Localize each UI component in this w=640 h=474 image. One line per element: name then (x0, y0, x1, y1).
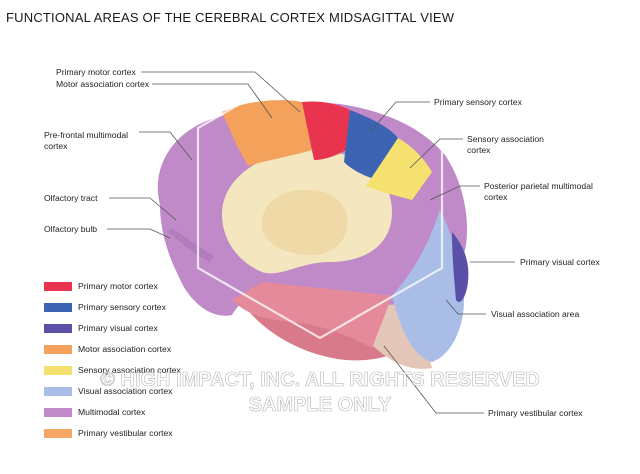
label-motor-association-cortex: Motor association cortex (56, 79, 150, 89)
legend-label: Visual association cortex (78, 386, 173, 396)
primary-visual-region (452, 232, 469, 302)
legend-label: Primary sensory cortex (78, 302, 166, 312)
legend-label: Primary motor cortex (78, 281, 158, 291)
legend-item: Primary sensory cortex (44, 301, 166, 313)
legend-swatch (44, 386, 72, 396)
label-primary-motor-cortex: Primary motor cortex (56, 67, 136, 77)
legend-label: Primary visual cortex (78, 323, 158, 333)
legend-label: Multimodal cortex (78, 407, 146, 417)
label-visual-association-area: Visual association area (491, 309, 580, 319)
primary-motor-region (302, 101, 350, 160)
legend-label: Sensory association cortex (78, 365, 181, 375)
label-olfactory-bulb: Olfactory bulb (44, 224, 98, 234)
legend-swatch (44, 323, 72, 333)
label-sensory-association-line1: Sensory association (467, 134, 544, 144)
sensory-association-region (366, 138, 432, 200)
label-posterior-parietal-line1: Posterior parietal multimodal (484, 181, 593, 191)
leader-primary-motor (141, 71, 301, 113)
label-primary-vestibular-cortex: Primary vestibular cortex (488, 408, 583, 418)
temporal-pink-region (232, 282, 392, 348)
leader-olfactory-bulb (107, 228, 171, 239)
leader-prefrontal (139, 131, 193, 161)
label-posterior-parietal-line2: cortex (484, 192, 508, 202)
legend-item: Multimodal cortex (44, 406, 145, 418)
leader-motor-association (152, 83, 273, 119)
legend-label: Primary vestibular cortex (78, 428, 173, 438)
leader-lines (107, 71, 515, 414)
legend-swatch (44, 365, 72, 375)
watermark-hexagon (196, 56, 444, 340)
legend-swatch (44, 281, 72, 291)
label-primary-sensory-cortex: Primary sensory cortex (434, 97, 522, 107)
label-sensory-association-line2: cortex (467, 145, 491, 155)
leader-posterior-parietal (429, 185, 480, 201)
motor-association-region (222, 100, 312, 166)
label-olfactory-tract: Olfactory tract (44, 193, 98, 203)
leader-primary-vestibular (383, 345, 484, 414)
legend-item: Primary vestibular cortex (44, 427, 173, 439)
label-prefrontal-line2: cortex (44, 141, 68, 151)
leader-olfactory-tract (109, 197, 177, 221)
label-primary-visual-cortex: Primary visual cortex (520, 257, 600, 267)
visual-association-region (392, 210, 464, 362)
legend-item: Sensory association cortex (44, 364, 181, 376)
watermark-line1: © HIGH IMPACT, INC. ALL RIGHTS RESERVED (100, 369, 540, 392)
legend-swatch (44, 428, 72, 438)
legend-item: Visual association cortex (44, 385, 172, 397)
thalamus (262, 189, 348, 256)
olfactory-tract-shape (168, 228, 214, 262)
legend-swatch (44, 302, 72, 312)
legend-label: Motor association cortex (78, 344, 172, 354)
legend-swatch (44, 407, 72, 417)
page-title: FUNCTIONAL AREAS OF THE CEREBRAL CORTEX … (6, 10, 455, 25)
legend-swatch (44, 344, 72, 354)
label-prefrontal-line1: Pre-frontal multimodal (44, 130, 129, 140)
legend-item: Primary motor cortex (44, 280, 158, 292)
leader-visual-association (445, 299, 486, 315)
leader-sensory-association (409, 138, 463, 169)
legend-item: Primary visual cortex (44, 322, 158, 334)
legend-item: Motor association cortex (44, 343, 171, 355)
watermark-line2: SAMPLE ONLY (248, 394, 392, 417)
leader-primary-sensory (369, 101, 430, 133)
